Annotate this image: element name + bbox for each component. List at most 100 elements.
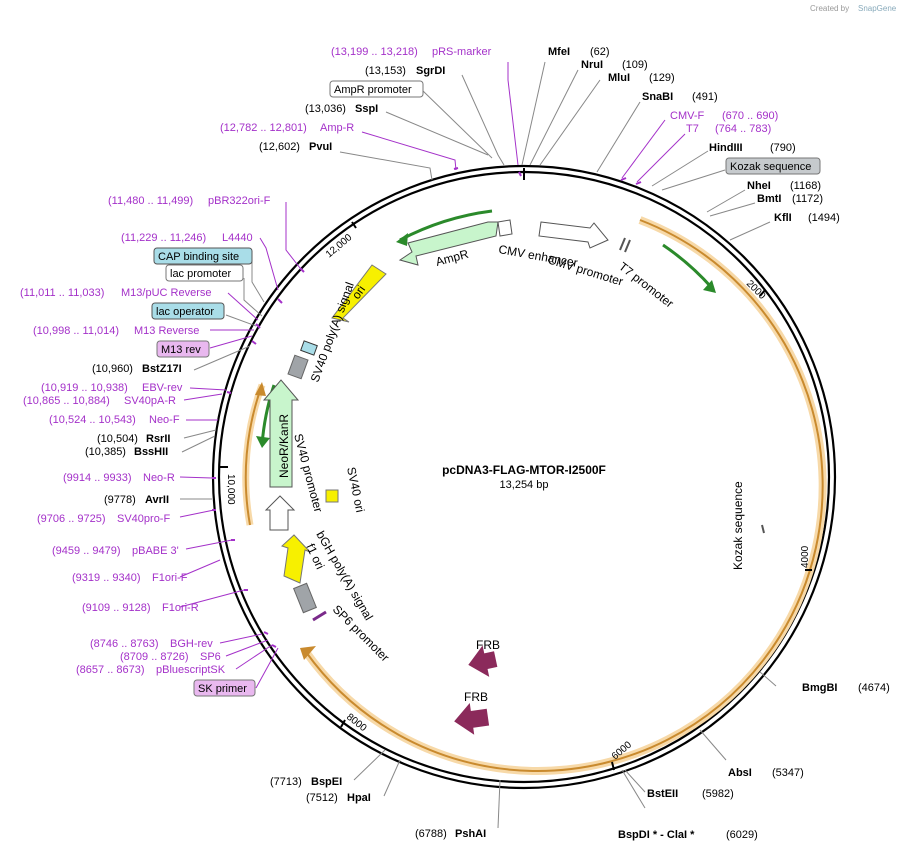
primer-f1ori-r-pos: (9109 .. 9128)	[82, 602, 151, 614]
enzyme-nrui-name: NruI	[581, 59, 603, 71]
enzyme-rsrii-pos: (10,504)	[97, 433, 138, 445]
sv40-promoter-label: SV40 promoter	[291, 432, 325, 514]
primer-cmv-f-pos: (670 .. 690)	[722, 110, 778, 122]
primer-f1ori-r-name: F1ori-R	[162, 602, 199, 614]
lac-promoter-box	[165, 264, 244, 282]
mtor-green-arrowhead	[703, 280, 716, 293]
t7-promoter-mark-1	[619, 237, 626, 251]
sv40-polya-label: SV40 poly(A) signal	[308, 280, 357, 384]
neo-orf-arrowhead	[256, 436, 270, 448]
cmv-promoter-label: CMV promoter	[546, 252, 625, 288]
neo-orange-arc-core	[244, 384, 263, 526]
primer-prs-marker-pos: (13,199 .. 13,218)	[331, 46, 418, 58]
orange-left-arrowhead	[255, 382, 266, 396]
callout-lines	[179, 61, 777, 829]
primer-neo-f-name: Neo-F	[149, 414, 180, 426]
kozak-box-label: Kozak sequence	[730, 161, 811, 173]
primer-f1ori-f-pos: (9319 .. 9340)	[72, 572, 141, 584]
primer-prs-marker-name: pRS-marker	[432, 46, 492, 58]
primer-ebv-rev-pos: (10,919 .. 10,938)	[41, 382, 128, 394]
m13-rev-box-label: M13 rev	[161, 344, 201, 356]
primer-sv40pa-r-name: SV40pA-R	[124, 395, 176, 407]
enzyme-pvui-pos: (12,602)	[259, 141, 300, 153]
ampr-promoter-box-label: AmpR promoter	[334, 84, 412, 96]
lac-promoter-box-label: lac promoter	[170, 268, 231, 280]
tick-8000	[340, 719, 346, 728]
enzyme-bmgbi-name: BmgBI	[802, 682, 837, 694]
kozak-inner-mark	[761, 524, 765, 534]
primer-pbabe3-pos: (9459 .. 9479)	[52, 545, 121, 557]
mtor-orf-arc-core	[305, 219, 824, 772]
enzyme-snabi-name: SnaBI	[642, 91, 673, 103]
ebv-small-feature	[300, 340, 318, 356]
primer-amp-r-pos: (12,782 .. 12,801)	[220, 122, 307, 134]
frb-arrow-1	[468, 645, 498, 677]
cap-binding-site-box-label: CAP binding site	[158, 251, 239, 263]
primer-sv40pro-f-name: SV40pro-F	[117, 513, 170, 525]
ampr-promoter-box	[329, 80, 424, 98]
enzyme-bstz17i-name: BstZ17I	[142, 363, 182, 375]
enzyme-rsrii-name: RsrII	[146, 433, 170, 445]
neo-orange-arc	[242, 383, 266, 526]
neor-label: NeoR/KanR	[277, 414, 291, 478]
f1-ori-feature	[281, 534, 311, 584]
m13-rev-box	[156, 340, 210, 358]
plasmid-size: 13,254 bp	[500, 479, 549, 491]
enzyme-avrii-pos: (9778)	[104, 494, 136, 506]
primer-m13-puc-reverse-name: M13/pUC Reverse	[121, 287, 211, 299]
primer-pbluescriptsk-pos: (8657 .. 8673)	[76, 664, 145, 676]
enzyme-hpai-name: HpaI	[347, 792, 371, 804]
enzyme-bstz17i-pos: (10,960)	[92, 363, 133, 375]
primer-bgh-rev-pos: (8746 .. 8763)	[90, 638, 159, 650]
enzyme-bspei-pos: (7713)	[270, 776, 302, 788]
enzyme-snabi-pos: (491)	[692, 91, 718, 103]
primer-neo-r-pos: (9914 .. 9933)	[63, 472, 132, 484]
enzyme-hindiii-name: HindIII	[709, 142, 743, 154]
enzyme-sspi-name: SspI	[355, 103, 378, 115]
primer-pbabe3-name: pBABE 3'	[132, 545, 179, 557]
enzyme-mlui-pos: (129)	[649, 72, 675, 84]
kozak-box	[725, 157, 821, 175]
primer-amp-r-name: Amp-R	[320, 122, 354, 134]
primer-m13-reverse-name: M13 Reverse	[134, 325, 199, 337]
frb-arrow-2	[454, 703, 490, 735]
tick-label-4000: 4000	[800, 545, 811, 568]
t7-promoter-label: T7 promoter	[616, 259, 676, 310]
tick-6000	[611, 761, 615, 771]
enzyme-mlui-name: MluI	[608, 72, 630, 84]
snapgene-logo-text: SnapGene	[858, 4, 897, 13]
primer-pbr322ori-f-pos: (11,480 .. 11,499)	[108, 195, 193, 207]
kozak-inner-label: Kozak sequence	[731, 481, 745, 570]
primer-t7-name: T7	[686, 123, 699, 135]
primer-m13-reverse-pos: (10,998 .. 11,014)	[33, 325, 119, 337]
primer-t7-pos: (764 .. 783)	[715, 123, 771, 135]
primer-m13-puc-reverse-pos: (11,011 .. 11,033)	[20, 287, 104, 299]
tick-label-10000: 10,000	[225, 474, 236, 505]
frb-label-2: FRB	[464, 690, 488, 704]
enzyme-bsshii-pos: (10,385)	[85, 446, 126, 458]
enzyme-bmti-pos: (1172)	[792, 193, 823, 205]
frb-label-1: FRB	[476, 638, 500, 652]
primer-pbluescriptsk-name: pBluescriptSK	[156, 664, 226, 676]
enzyme-bmgbi-pos: (4674)	[858, 682, 890, 694]
enzyme-sgrdi-name: SgrDI	[416, 65, 445, 77]
primer-marks	[212, 167, 642, 648]
sp6-promoter-feature	[312, 610, 327, 622]
primer-sv40pro-f-pos: (9706 .. 9725)	[37, 513, 106, 525]
enzyme-bspdi-clai-pos: (6029)	[726, 829, 758, 841]
enzyme-nhei-name: NheI	[747, 180, 771, 192]
enzyme-mfei-name: MfeI	[548, 46, 570, 58]
ori-feature	[331, 264, 387, 323]
credit-text: Created by	[810, 4, 849, 13]
enzyme-absi-pos: (5347)	[772, 767, 804, 779]
enzyme-hpai-pos: (7512)	[306, 792, 338, 804]
primer-l4440-name: L4440	[222, 232, 253, 244]
enzyme-nhei-pos: (1168)	[790, 180, 821, 192]
tick-2000	[759, 289, 766, 297]
primer-neo-r-name: Neo-R	[143, 472, 175, 484]
enzyme-bmti-name: BmtI	[757, 193, 781, 205]
primer-l4440-pos: (11,229 .. 11,246)	[121, 232, 206, 244]
sv40-ori-label: SV40 ori	[344, 466, 367, 514]
enzyme-avrii-name: AvrII	[145, 494, 169, 506]
primer-sv40pa-r-pos: (10,865 .. 10,884)	[23, 395, 110, 407]
